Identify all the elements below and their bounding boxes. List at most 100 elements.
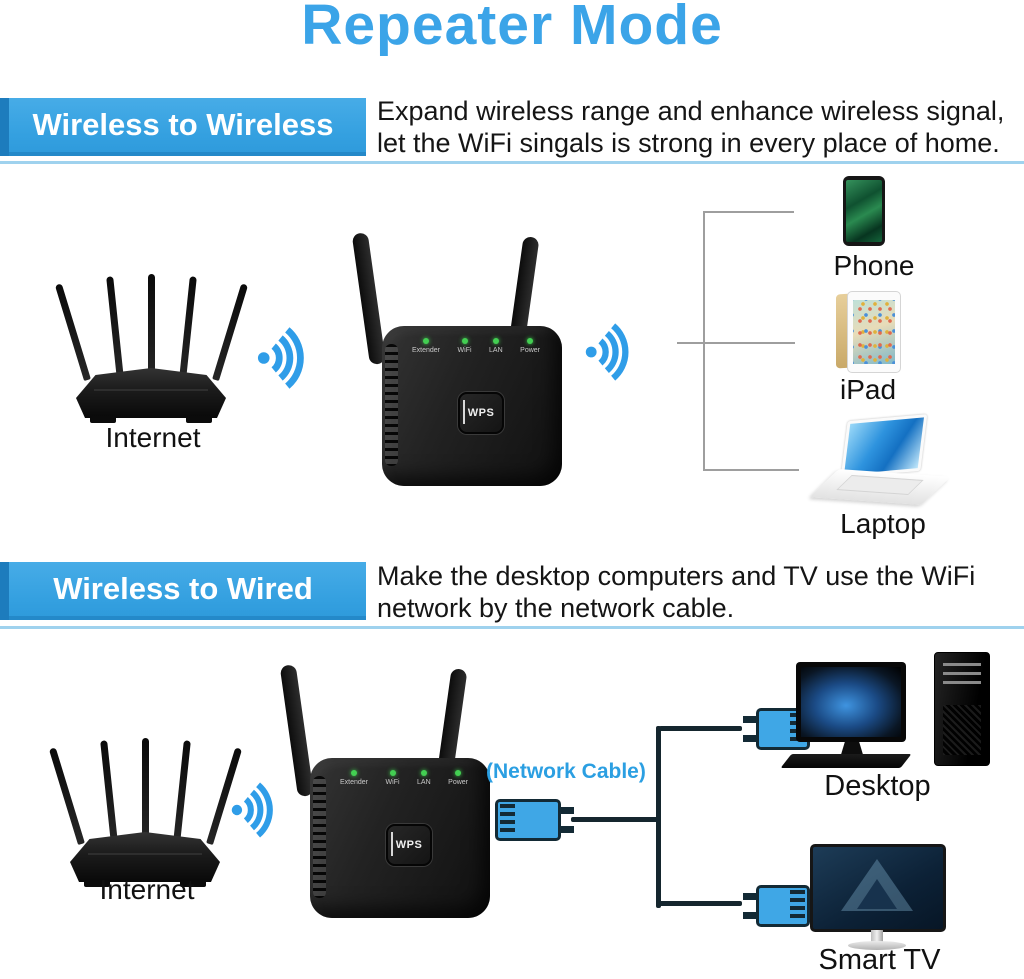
- smart-tv-screen: [810, 844, 946, 932]
- router-body: [70, 832, 220, 882]
- router-antenna: [142, 738, 149, 844]
- router-antenna: [106, 276, 124, 381]
- smart-tv-neck: [871, 930, 883, 943]
- router-antenna: [179, 276, 197, 381]
- led-label: WiFi: [385, 779, 400, 786]
- led-label: Power: [520, 347, 540, 354]
- led-lan: LAN: [489, 338, 503, 354]
- wps-button: WPS: [386, 824, 432, 866]
- router-antenna: [148, 274, 155, 380]
- led-label: WiFi: [457, 347, 472, 354]
- bracket-branch-laptop: [703, 469, 799, 471]
- section2-banner-label: Wireless to Wired: [53, 571, 313, 606]
- section1-banner-label: Wireless to Wireless: [32, 107, 334, 142]
- cable-vertical-run: [656, 726, 661, 908]
- bracket-branch-ipad: [677, 342, 795, 344]
- laptop-label: Laptop: [840, 508, 926, 539]
- desktop-tower: [934, 652, 990, 766]
- laptop-screen-wallpaper: [844, 417, 924, 475]
- led-dot: [527, 338, 534, 344]
- phone-image: [843, 176, 885, 246]
- desktop-computer-image: [780, 646, 997, 778]
- wps-button: WPS: [458, 392, 504, 434]
- led-dot: [461, 338, 468, 344]
- desktop-monitor-screen: [801, 667, 901, 737]
- wifi-signal-icon: [585, 323, 629, 381]
- rj45-connector-tv: [743, 885, 810, 927]
- desktop-label: Desktop: [824, 770, 931, 802]
- router-antenna: [100, 740, 118, 845]
- section2-divider-line: [0, 626, 1024, 629]
- led-lan: LAN: [417, 770, 431, 786]
- phone-label: Phone: [833, 250, 915, 281]
- led-dot: [420, 770, 427, 776]
- smart-tv-label: Smart TV: [818, 944, 941, 976]
- rj45-pins: [790, 890, 805, 922]
- router-foot: [186, 416, 212, 423]
- internet-router-1: [54, 274, 249, 426]
- cable-from-repeater: [571, 817, 661, 822]
- desktop-monitor: [796, 662, 906, 742]
- repeater-antenna-left: [279, 664, 314, 798]
- repeater-vents: [385, 344, 398, 466]
- led-dot: [389, 770, 396, 776]
- router-foot: [90, 416, 116, 423]
- router-antenna: [173, 740, 191, 845]
- led-label: LAN: [417, 779, 431, 786]
- router-foot: [180, 880, 206, 887]
- wifi-repeater-device-2: Extender WiFi LAN Power WPS: [279, 660, 496, 922]
- router-foot: [84, 880, 110, 887]
- led-label: Extender: [412, 347, 441, 354]
- rj45-prong: [743, 893, 756, 900]
- led-extender: Extender: [412, 338, 440, 354]
- ipad-screen: [853, 300, 895, 364]
- led-dot: [351, 770, 358, 776]
- wps-button-label: WPS: [467, 407, 495, 419]
- bracket-vertical-line: [703, 211, 705, 471]
- wifi-signal-icon: [231, 782, 273, 838]
- wps-button-label: WPS: [395, 839, 423, 851]
- internet-label-2: Internet: [99, 874, 195, 905]
- rj45-prong: [743, 735, 756, 742]
- led-power: Power: [520, 338, 540, 354]
- rj45-prong: [561, 807, 574, 814]
- section1-description-line2: let the WiFi singals is strong in every …: [377, 128, 1000, 158]
- section1-divider-line: [0, 161, 1024, 164]
- led-dot: [423, 338, 430, 344]
- internet-router-2: [48, 738, 243, 890]
- led-label: Power: [448, 779, 468, 786]
- cable-branch-desktop: [659, 726, 742, 731]
- rj45-connector-repeater: [495, 799, 574, 841]
- repeater-led-row: Extender WiFi LAN Power: [412, 338, 540, 354]
- repeater-vents: [313, 776, 326, 898]
- led-label: LAN: [489, 347, 503, 354]
- led-label: Extender: [340, 779, 369, 786]
- led-dot: [492, 338, 499, 344]
- smart-tv-image: [810, 844, 948, 956]
- wifi-repeater-device-1: Extender WiFi LAN Power WPS: [351, 228, 568, 490]
- router-antenna: [54, 283, 91, 382]
- rj45-prong: [743, 912, 756, 919]
- section1-banner: Wireless to Wireless: [0, 98, 366, 156]
- section2-description-line2: network by the network cable.: [377, 593, 735, 623]
- section2-banner: Wireless to Wired: [0, 562, 366, 620]
- cable-branch-tv: [659, 901, 742, 906]
- desktop-keyboard: [780, 754, 912, 768]
- bracket-branch-phone: [703, 211, 794, 213]
- repeater-body: Extender WiFi LAN Power WPS: [382, 326, 562, 486]
- led-dot: [455, 770, 462, 776]
- router-antenna: [48, 747, 85, 846]
- section1-description: Expand wireless range and enhance wirele…: [377, 95, 1004, 159]
- rj45-prong: [743, 716, 756, 723]
- repeater-antenna-left: [351, 232, 386, 366]
- ipad-front: [847, 291, 901, 373]
- laptop-screen: [840, 414, 928, 478]
- router-body: [76, 368, 226, 418]
- led-power: Power: [448, 770, 468, 786]
- wifi-signal-icon: [257, 327, 304, 389]
- router-facet-line: [94, 389, 208, 391]
- internet-label-1: Internet: [105, 422, 201, 453]
- repeater-led-row: Extender WiFi LAN Power: [340, 770, 468, 786]
- led-wifi: WiFi: [386, 770, 400, 786]
